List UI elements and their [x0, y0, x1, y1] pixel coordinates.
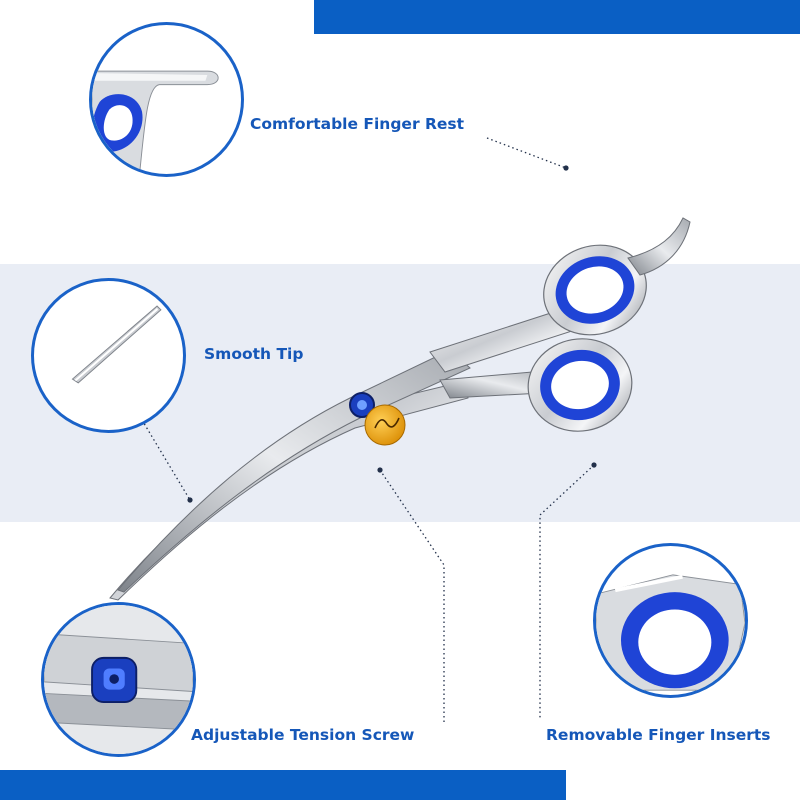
tension-screw-label: Adjustable Tension Screw: [191, 726, 415, 744]
tension-screw-detail-image: [44, 605, 193, 754]
bottom-accent-bar: [0, 770, 566, 800]
tension-screw-zoom: [41, 602, 196, 757]
finger-rest-detail-image: [92, 70, 219, 170]
finger-inserts-zoom: [593, 543, 748, 698]
smooth-tip-detail-image: [71, 305, 162, 384]
smooth-tip-zoom: [31, 278, 186, 433]
finger-rest-zoom: [89, 22, 244, 177]
finger-rest-label: Comfortable Finger Rest: [250, 115, 465, 133]
finger-inserts-detail-image: [596, 574, 745, 691]
top-accent-bar: [314, 0, 800, 34]
finger-inserts-label: Removable Finger Inserts: [546, 726, 771, 744]
smooth-tip-label: Smooth Tip: [204, 345, 304, 363]
